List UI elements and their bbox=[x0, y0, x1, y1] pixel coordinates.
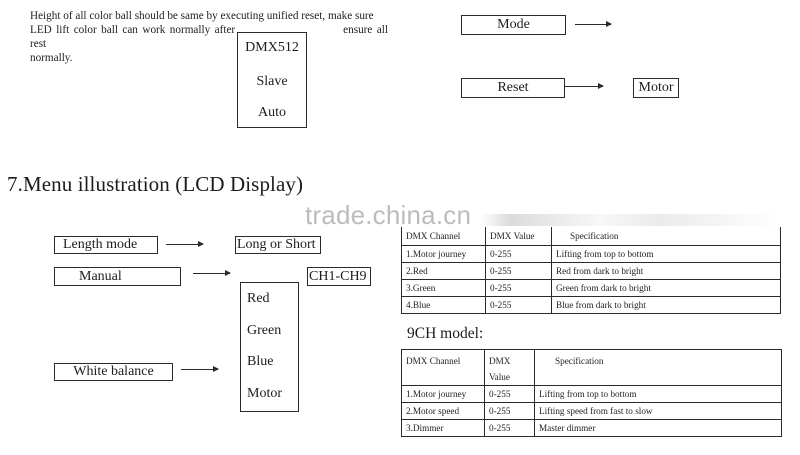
model-9ch-heading: 9CH model: bbox=[407, 325, 484, 342]
table-row: 1.Motor journey 0-255 Lifting from top t… bbox=[401, 245, 781, 263]
long-or-short-box: Long or Short bbox=[235, 236, 321, 254]
table-cell: 1.Motor journey bbox=[401, 385, 485, 403]
table-cell: 0-255 bbox=[484, 419, 535, 437]
table-cell: 2.Red bbox=[401, 262, 486, 280]
reset-label: Reset bbox=[497, 80, 529, 95]
header-cell: DMX Channel bbox=[401, 349, 485, 386]
arrow-right-icon bbox=[166, 241, 204, 247]
mode-option-slave: Slave bbox=[256, 74, 288, 89]
table-header-row: DMX Channel DMX Value Specification bbox=[401, 349, 782, 386]
table-cell: 3.Dimmer bbox=[401, 419, 485, 437]
table-cell: 0-255 bbox=[485, 296, 552, 314]
table-cell: 0-255 bbox=[484, 402, 535, 420]
table-cell: 3.Green bbox=[401, 279, 486, 297]
wb-option-motor: Motor bbox=[247, 386, 282, 401]
arrow-right-icon bbox=[193, 270, 231, 276]
table-cell: 0-255 bbox=[485, 245, 552, 263]
arrow-right-icon bbox=[181, 366, 219, 372]
header-cell: Specification bbox=[551, 227, 781, 246]
mode-label: Mode bbox=[497, 17, 530, 32]
table-cell: 0-255 bbox=[485, 279, 552, 297]
table-cell: Blue from dark to bright bbox=[551, 296, 781, 314]
table-cell: Master dimmer bbox=[534, 419, 782, 437]
length-mode-box: Length mode bbox=[54, 236, 158, 254]
table-cell: 0-255 bbox=[485, 262, 552, 280]
intro-line-2a: LED lift color ball can work normally af… bbox=[30, 24, 236, 36]
table-cell: 1.Motor journey bbox=[401, 245, 486, 263]
intro-line-1: Height of all color ball should be same … bbox=[30, 10, 374, 22]
dmx-table-9ch: DMX Channel DMX Value Specification 1.Mo… bbox=[401, 349, 782, 437]
table-row: 2.Red 0-255 Red from dark to bright bbox=[401, 262, 781, 280]
header-cell: DMX Channel bbox=[401, 227, 486, 246]
intro-line-2b: ensure all rest bbox=[30, 24, 388, 50]
length-mode-label: Length mode bbox=[63, 237, 138, 252]
mode-option-dmx512: DMX512 bbox=[245, 40, 299, 55]
table-cell: 2.Motor speed bbox=[401, 402, 485, 420]
arrow-right-icon bbox=[575, 21, 612, 27]
ch-range-box: CH1-CH9 bbox=[307, 267, 371, 286]
table-row: 4.Blue 0-255 Blue from dark to bright bbox=[401, 296, 781, 314]
table-row: 2.Motor speed 0-255 Lifting speed from f… bbox=[401, 402, 782, 420]
table-cell: Lifting from top to bottom bbox=[534, 385, 782, 403]
mode-box: Mode bbox=[461, 15, 566, 35]
watermark: trade.china.cn bbox=[305, 200, 472, 230]
white-balance-options-box: Red Green Blue Motor bbox=[240, 282, 299, 412]
wb-option-blue: Blue bbox=[247, 354, 274, 369]
table-cell: 0-255 bbox=[484, 385, 535, 403]
header-cell: DMX Value bbox=[485, 227, 552, 246]
motor-label: Motor bbox=[638, 80, 674, 95]
motor-box: Motor bbox=[633, 78, 679, 98]
table-cell: Green from dark to bright bbox=[551, 279, 781, 297]
mode-options-box: DMX512 Slave Auto bbox=[237, 32, 307, 128]
table-cell: Lifting from top to bottom bbox=[551, 245, 781, 263]
manual-label: Manual bbox=[79, 268, 122, 284]
white-balance-label: White balance bbox=[73, 364, 154, 379]
header-cell: Specification bbox=[534, 349, 782, 386]
mode-option-auto: Auto bbox=[258, 105, 286, 120]
white-balance-box: White balance bbox=[54, 363, 173, 381]
header-cell: DMX Value bbox=[484, 349, 535, 386]
table-cell: 4.Blue bbox=[401, 296, 486, 314]
watermark-blur bbox=[480, 214, 780, 226]
dmx-table-4ch: DMX Channel DMX Value Specification 1.Mo… bbox=[401, 227, 781, 314]
wb-option-green: Green bbox=[247, 323, 282, 338]
wb-option-red: Red bbox=[247, 291, 270, 306]
table-cell: Lifting speed from fast to slow bbox=[534, 402, 782, 420]
table-row: 1.Motor journey 0-255 Lifting from top t… bbox=[401, 385, 782, 403]
table-cell: Red from dark to bright bbox=[551, 262, 781, 280]
manual-box: Manual bbox=[54, 267, 181, 286]
arrow-right-icon bbox=[565, 83, 604, 89]
long-or-short-label: Long or Short bbox=[237, 237, 316, 252]
table-row: 3.Green 0-255 Green from dark to bright bbox=[401, 279, 781, 297]
table-row: 3.Dimmer 0-255 Master dimmer bbox=[401, 419, 782, 437]
intro-paragraph: Height of all color ball should be same … bbox=[30, 9, 388, 65]
intro-line-3: normally. bbox=[30, 52, 73, 64]
reset-box: Reset bbox=[461, 78, 565, 98]
ch-range-label: CH1-CH9 bbox=[309, 268, 367, 284]
section-heading: 7.Menu illustration (LCD Display) bbox=[7, 172, 304, 196]
table-header-row: DMX Channel DMX Value Specification bbox=[401, 227, 781, 246]
